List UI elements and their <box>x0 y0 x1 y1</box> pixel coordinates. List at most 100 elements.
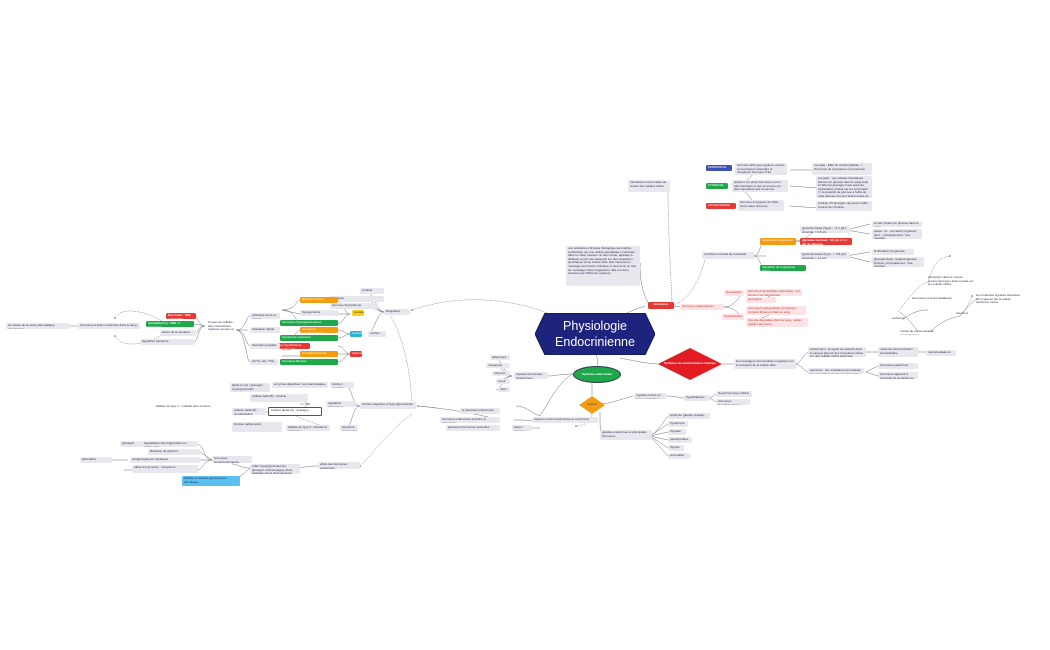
controle-hormonal[interactable]: contrôle hormonal de l'essentiel <box>702 252 754 259</box>
central-topic-title: Physiologie Endocrinienne <box>555 319 635 349</box>
niveau-veine: au niveau de la veine pancréatique (duod… <box>6 323 70 329</box>
hydrosolubles-tag[interactable]: hydrosolubles <box>722 314 744 320</box>
ctrl-1: insuline <box>360 288 384 294</box>
aut-item-1: action de la sécrétion <box>160 330 196 336</box>
organes-mixtes-2[interactable]: organes mixtes (endocrines et exocrines) <box>532 417 598 423</box>
permissive-text: hormone ADH (qui régule le volume ou la … <box>735 163 787 175</box>
low-effect-1: la libération du glucose <box>872 249 914 255</box>
tag-cyan: Cortisol <box>350 331 362 337</box>
communication-systems-node-shape[interactable] <box>658 348 722 380</box>
hydrosolubles-text-2: très vite dégradées dans le sang : actio… <box>746 318 808 327</box>
glande-item-3: thyroïde <box>668 429 686 435</box>
antagonisme-tag[interactable]: ANTAGONISME <box>706 203 736 209</box>
glandes-title[interactable]: glandes endocrines et principales hormon… <box>600 430 652 440</box>
hormone-definition: une substance chimique (biologiquement a… <box>566 246 640 286</box>
central-topic[interactable]: Physiologie Endocrinienne <box>535 313 655 355</box>
regulation-title[interactable]: Régulation <box>384 309 410 315</box>
antagonisme-text: hormone à l'opposé de l'effet d'une autr… <box>738 200 784 211</box>
liposolubles-text: hormones liposolubles (stéroïdes) : ont … <box>746 289 802 296</box>
hormones-paracrines: hormones paracrines <box>878 363 918 369</box>
tissu-item-1: adipocytes <box>490 355 510 360</box>
organes-mixtes[interactable]: organes mixtes ou neuro-endocrines <box>634 393 666 399</box>
tag-yellow: somatostatine <box>352 310 364 316</box>
high-effect-2: phase : la... au ralenti (organes) dont.… <box>872 229 922 239</box>
reg-item-3: cellules delta (D) : somatostatine <box>232 408 266 415</box>
communication-systems-label: Systèmes de communication chimique <box>664 361 716 365</box>
glande-item-6: surrénales <box>668 453 690 459</box>
exo-item-1: enzymes digestives / suc pancréatique <box>272 382 328 388</box>
autocrine-mode: autocrine : une substance est produite p… <box>808 368 864 374</box>
glande-item-4: parathyroïdes <box>668 437 692 443</box>
molecules-text: les molécules signales sécrétées sont ca… <box>976 293 1020 303</box>
neuromediateurs: neuromédiateurs <box>926 350 956 356</box>
reg-item-2: cellules alpha (A) : glucagon <box>268 407 322 416</box>
neuro-item-2: hormones hypothalamiques <box>716 399 750 405</box>
hypothalamus-node[interactable]: hypothalamus <box>684 395 710 401</box>
tag-label-3: hormones libérées <box>280 359 338 365</box>
tags2-4: ACTH, GH, TSH <box>250 359 278 365</box>
autocrine-label: autocrine <box>956 311 969 315</box>
hypothalamus-text[interactable]: 6 types de cellules : deux interactions:… <box>208 320 235 332</box>
exocrine-node-shape[interactable] <box>579 396 605 414</box>
interactions-title[interactable]: Interactions hormonales au niveau des ce… <box>628 180 670 192</box>
endocrine-system-label: Système endocrinien <box>581 372 613 376</box>
permissive-tag[interactable]: PERMISSIVE <box>706 165 732 171</box>
intra-mode: mode de communication intracellulaire <box>878 347 918 357</box>
glande-item-1: épiphyse (glande pinéale) <box>668 413 710 419</box>
regulation-glycemique: régulation glycémique <box>326 401 356 407</box>
tissu-item-2: muqueuse digestive <box>486 363 510 368</box>
messagers-text[interactable]: les messagers sont produits et agissent … <box>734 359 796 369</box>
glande-item-5: thymus <box>668 445 684 451</box>
hormones-neuro: hormones et neuromédiateurs libérés dans… <box>912 296 953 301</box>
glycemie-normale: glycémie normale : 0,8 g/L à 1,1 g/L de … <box>800 238 852 245</box>
effects-title[interactable]: effets des hormones endocrines <box>318 462 360 469</box>
effects-item-1: l'effet hyperglycémiant du glucagon s'ac… <box>250 464 300 474</box>
lipo-item-2: libération de glycérol <box>148 449 200 455</box>
tags2-2: Libération rapide <box>250 327 280 333</box>
pancreas-alpha: hormones endocrines (insuline et glucago… <box>440 417 500 423</box>
hg-item-2: adrénaline <box>80 457 112 463</box>
feedback-positive: feed-back : 70% => insuline <box>166 313 196 319</box>
glycemie-tag[interactable]: contrôle de la glycémie <box>760 238 796 245</box>
glande-item-2: hypophyse <box>668 421 688 427</box>
liposolubles-tag[interactable]: liposolubles <box>724 290 744 296</box>
regulation-bilan[interactable]: régulation de la glycémie (bilan) <box>760 265 806 271</box>
fonction-exocrine: fonction exocrine <box>330 382 354 388</box>
sub-item-4: récepteurs hypothalamiques <box>300 327 338 333</box>
liaison-hormones[interactable]: hormones plasmatiques <box>680 304 724 310</box>
aut-item-2: régulation paracrine <box>140 339 194 345</box>
effects-item-2: effets à long terme : récepteurs <box>132 465 198 473</box>
hormones-node[interactable]: Hormones <box>648 302 674 309</box>
modes-title[interactable]: modes de communication intercellulaires <box>900 329 935 335</box>
organes-hormonaux[interactable]: organes hormonaux (endocrines) <box>514 372 548 379</box>
lipolyse: lipolyse (adipocytes) <box>232 422 282 432</box>
tissus-hormonaux: tissus / organes hormonaux diffus <box>512 425 532 431</box>
sub-item-2: hypoglycémie <box>300 310 338 316</box>
reg-item-1: cellules bêta (B) : insuline <box>250 394 308 402</box>
endocrine-system-node[interactable] <box>573 366 621 383</box>
sub-item-1: glycémie élevée <box>300 297 338 303</box>
central-topic-shape <box>535 313 655 355</box>
paracrine-text: hormones agissant à proximité de la cell… <box>878 372 918 379</box>
permissive-example: exemple : Effet du cortisol globale -> l… <box>812 163 872 175</box>
glycogene-tag: glycogène <box>746 297 776 303</box>
synergie-example: exemple : nos cellules hépatiques libère… <box>816 176 872 198</box>
ctrl-5: cortisol <box>368 331 386 337</box>
sub-item-5: hypophyse antérieure <box>280 335 338 341</box>
diabete-resistance: diabète de type 2 : résistance à l'insul… <box>286 425 330 431</box>
pancreas-title: le pancréas endocrinien <box>460 408 500 414</box>
endocrine-small: endocrine <box>892 316 906 320</box>
hormones-hyperglycemiantes: hormones hyperglycémiantes <box>212 456 252 463</box>
tissu-item-5: reins <box>498 387 510 392</box>
effects-highlight: diabète et troubles glycémiques chroniqu… <box>182 476 240 486</box>
tag-label-2: contrôle hormonal <box>300 351 338 357</box>
fonction-digestive-title[interactable]: fonction digestive et hyperglycémiante <box>360 402 416 409</box>
high-effect-1: la fuite (fuites) du glucose dans le san… <box>872 221 922 227</box>
antagonisme-example: insuline VS glucagon qui jouent l'effet … <box>816 201 872 211</box>
tissu-item-3: estomac <box>492 371 510 376</box>
lipo-item-1: dégradation des triglycérides en acides … <box>142 441 198 447</box>
sub-item-3: hormones hyperglycémiantes <box>280 320 338 326</box>
hydrosolubles-text-1: hormones hydrosolubles (protéines) : cir… <box>746 306 806 315</box>
synergie-tag[interactable]: SYNERGIE <box>706 183 728 189</box>
ctrl-2: glucagon <box>330 296 384 302</box>
